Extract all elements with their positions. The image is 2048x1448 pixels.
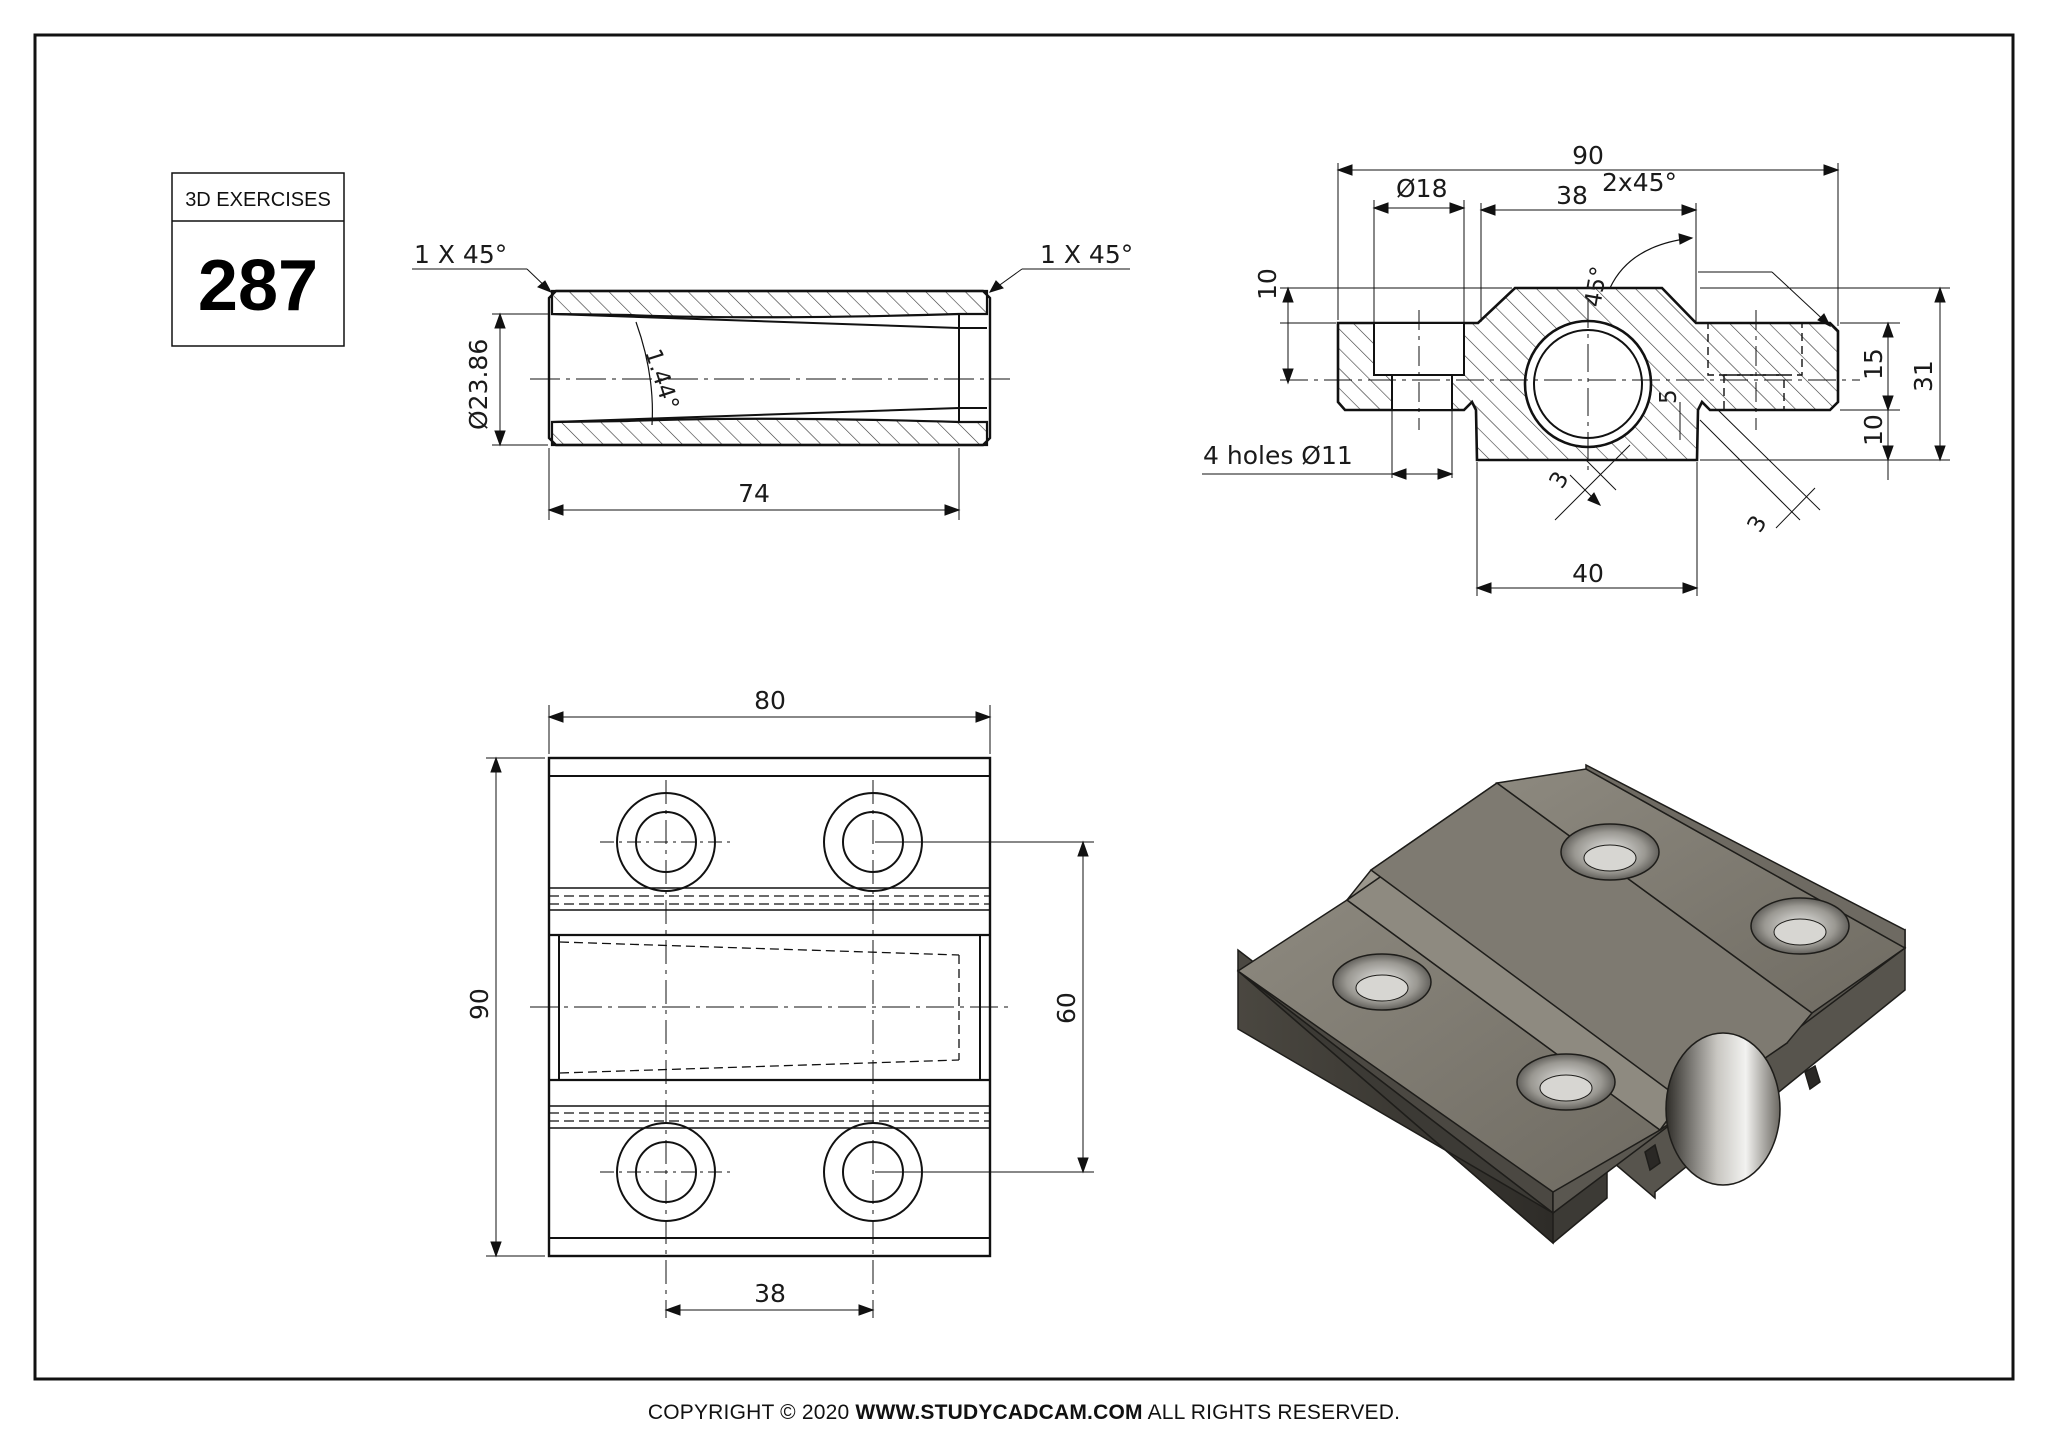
hole-spacing-label: 38 [1556,181,1588,210]
chamfer-2x45-label: 2x45° [1602,168,1677,197]
height-side-label: 15 [1859,348,1888,380]
top-view [486,705,1094,1318]
badge-heading: 3D EXERCISES [185,189,331,211]
hole-dia-label: Ø18 [1396,174,1448,203]
front-view [1202,163,1950,596]
top-height-label: 90 [465,988,494,1020]
top-width-label: 80 [754,686,786,715]
diameter-label: Ø23.86 [464,339,493,430]
chamfer-left-label: 1 X 45° [414,240,507,269]
sheet-border [33,33,2015,1381]
slot-depth-label: 5 [1656,389,1682,404]
badge-number: 287 [198,246,318,326]
height-total-label: 31 [1909,360,1938,392]
slot-left-label: 3 [1545,467,1575,493]
copyright-prefix: COPYRIGHT © 2020 [647,1401,856,1424]
height-base-label: 10 [1859,414,1888,446]
height-step-label: 10 [1253,268,1282,300]
taper-angle-label: 1.44° [639,346,683,414]
copyright-footer: COPYRIGHT © 2020 WWW.STUDYCADCAM.COM ALL… [0,1401,2048,1425]
exercise-badge: 3D EXERCISES 287 [171,172,345,347]
copyright-suffix: ALL RIGHTS RESERVED. [1142,1401,1401,1424]
website-link[interactable]: WWW.STUDYCADCAM.COM [855,1401,1143,1424]
section-view [412,268,1130,520]
front-width-label: 90 [1572,141,1604,170]
slot-right-label: 3 [1743,511,1773,537]
section-length-label: 74 [738,479,770,508]
hole-spacing-y-label: 60 [1052,992,1081,1024]
bottom-width-label: 40 [1572,559,1604,588]
hole-spacing-x-label: 38 [754,1279,786,1308]
chamfer-right-label: 1 X 45° [1040,240,1133,269]
holes-note-label: 4 holes Ø11 [1203,441,1353,470]
isometric-3d-model [1236,763,1907,1245]
